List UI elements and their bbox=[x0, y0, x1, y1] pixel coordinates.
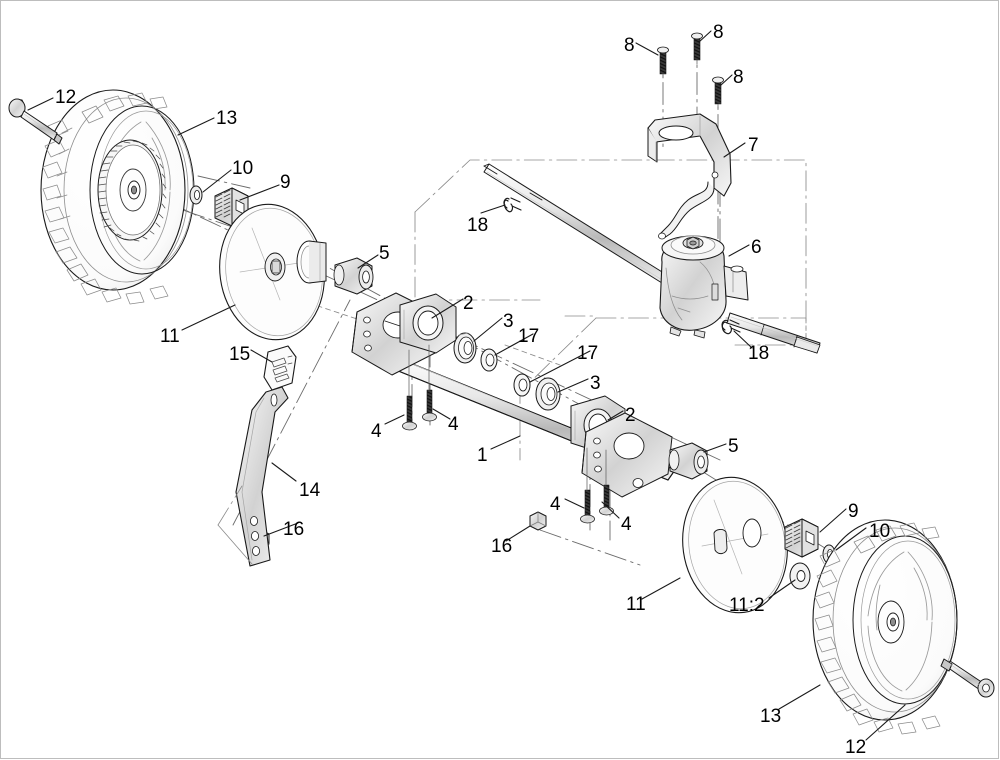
part-5-bushing-right bbox=[668, 442, 709, 480]
bracket-screw-left bbox=[657, 46, 669, 79]
bracket-screw-right bbox=[712, 76, 724, 109]
part-11-drive-gear-left bbox=[97, 139, 167, 242]
callout-c1: 1 bbox=[477, 445, 488, 466]
callout-c9a: 9 bbox=[280, 172, 291, 193]
screw-upper-right bbox=[422, 344, 437, 422]
callout-c17a: 17 bbox=[518, 326, 540, 347]
callout-c13b: 13 bbox=[760, 706, 782, 727]
part-11-2-flat-washer bbox=[789, 562, 811, 590]
bracket-screw-middle bbox=[691, 32, 703, 65]
part-13-wheel-right bbox=[812, 519, 958, 735]
part-3-bearing-upper bbox=[453, 332, 477, 364]
part-15-lever-grip bbox=[263, 345, 297, 391]
screw-upper-left bbox=[402, 349, 417, 431]
callout-c3b: 3 bbox=[590, 373, 601, 394]
callout-c13a: 13 bbox=[216, 108, 238, 129]
part-17-retainer-lower bbox=[513, 373, 531, 397]
callout-c5b: 5 bbox=[728, 436, 739, 457]
part-9-pinion-gear-right bbox=[784, 518, 819, 558]
callout-c4b: 4 bbox=[448, 414, 459, 435]
left-hub-ring bbox=[296, 240, 327, 284]
part-11-gear-plate-left bbox=[219, 203, 327, 341]
part-12-wheel-bolt-left bbox=[8, 98, 63, 145]
part-11-gear-plate-right bbox=[682, 476, 788, 614]
callout-c18a: 18 bbox=[467, 215, 489, 236]
part-17-retainer-upper bbox=[480, 348, 498, 372]
callout-c16b: 16 bbox=[491, 536, 513, 557]
part-7-transmission-bracket bbox=[647, 113, 732, 240]
callout-c8b: 8 bbox=[713, 22, 724, 43]
part-6-transmission-gearbox bbox=[659, 235, 821, 354]
callout-c14: 14 bbox=[299, 480, 321, 501]
callout-c8c: 8 bbox=[733, 67, 744, 88]
callout-c11_2: 11:2 bbox=[729, 595, 765, 616]
callout-c3a: 3 bbox=[503, 311, 514, 332]
part-4-screws bbox=[402, 344, 614, 524]
part-2-bearing-housing-lower bbox=[570, 395, 673, 498]
callout-c2a: 2 bbox=[463, 293, 474, 314]
part-14-height-adjust-lever bbox=[217, 386, 289, 567]
callout-c12b: 12 bbox=[845, 737, 867, 758]
callout-c16a: 16 bbox=[283, 519, 305, 540]
callout-c10b: 10 bbox=[869, 521, 891, 542]
callout-c12a: 12 bbox=[55, 87, 77, 108]
leader-lines bbox=[27, 30, 906, 741]
callout-c11a: 11 bbox=[160, 326, 180, 347]
part-3-bearing-lower bbox=[535, 377, 561, 411]
part-10-washer-left bbox=[189, 185, 203, 205]
part-2-bearing-housing-upper bbox=[351, 292, 457, 376]
part-18-hairpin-clip-right bbox=[721, 319, 741, 335]
callout-c4a: 4 bbox=[371, 421, 382, 442]
callout-c2b: 2 bbox=[625, 405, 636, 426]
lock-nut-lower bbox=[529, 511, 547, 531]
callout-c18b: 18 bbox=[748, 343, 770, 364]
callout-c6: 6 bbox=[751, 237, 762, 258]
callout-c7: 7 bbox=[748, 135, 759, 156]
part-8-mounting-screws bbox=[657, 32, 724, 109]
screw-lower-left bbox=[580, 447, 595, 524]
part-5-bushing-left bbox=[333, 257, 374, 295]
callout-c9b: 9 bbox=[848, 501, 859, 522]
callout-c10a: 10 bbox=[232, 158, 254, 179]
callout-c17b: 17 bbox=[577, 343, 599, 364]
upper-drive-shaft bbox=[483, 163, 676, 289]
callout-c4c: 4 bbox=[550, 494, 561, 515]
callout-c5a: 5 bbox=[379, 243, 390, 264]
callout-c8a: 8 bbox=[624, 35, 635, 56]
part-12-wheel-bolt-right bbox=[940, 658, 995, 698]
callout-c15: 15 bbox=[229, 344, 251, 365]
part-13-wheel-left bbox=[40, 89, 195, 305]
callout-c4d: 4 bbox=[621, 514, 632, 535]
part-18-hairpin-clip-left bbox=[503, 197, 522, 213]
callout-c11b: 11 bbox=[626, 594, 646, 615]
